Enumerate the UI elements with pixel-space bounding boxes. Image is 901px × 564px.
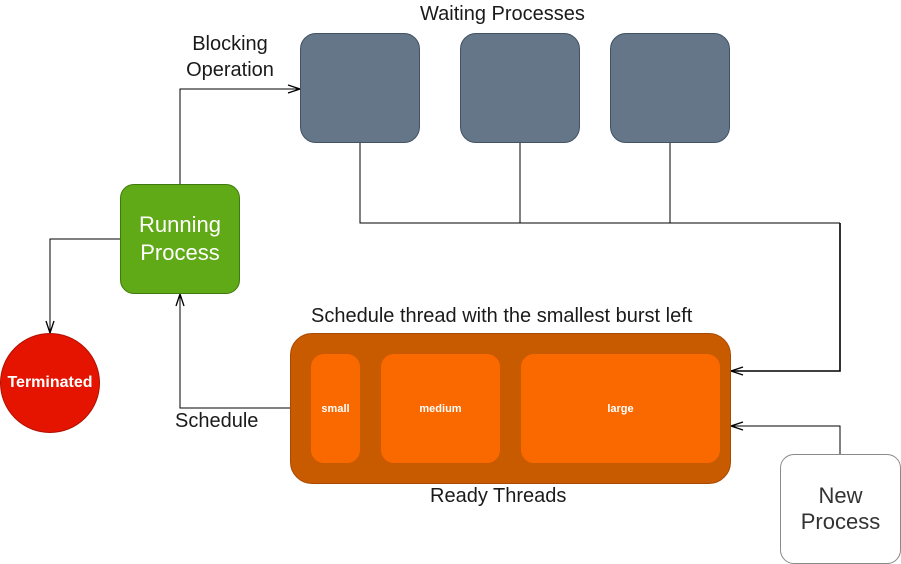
waiting-merge-line	[359, 143, 840, 224]
thread-small: small	[310, 353, 361, 464]
new-process-node: New Process	[780, 454, 901, 564]
ready-threads-label: Ready Threads	[430, 485, 567, 507]
schedule-arrow	[180, 294, 290, 409]
thread-medium: medium	[380, 353, 501, 464]
waiting-processes-label: Waiting Processes	[420, 3, 585, 25]
waiting-process-3	[610, 33, 730, 143]
terminate-arrow	[50, 238, 120, 333]
waiting-process-1	[300, 33, 420, 143]
running-process-node: Running Process	[120, 184, 240, 294]
thread-large: large	[520, 353, 721, 464]
blocking-arrow	[179, 89, 300, 184]
waiting-process-2	[460, 33, 580, 143]
return-to-ready-arrow	[731, 223, 841, 371]
blocking-operation-label: Blocking Operation	[186, 33, 274, 81]
schedule-label: Schedule	[175, 410, 259, 432]
schedule-heading-label: Schedule thread with the smallest burst …	[311, 305, 693, 327]
terminated-node: Terminated	[0, 333, 100, 433]
new-process-arrow	[731, 426, 841, 454]
